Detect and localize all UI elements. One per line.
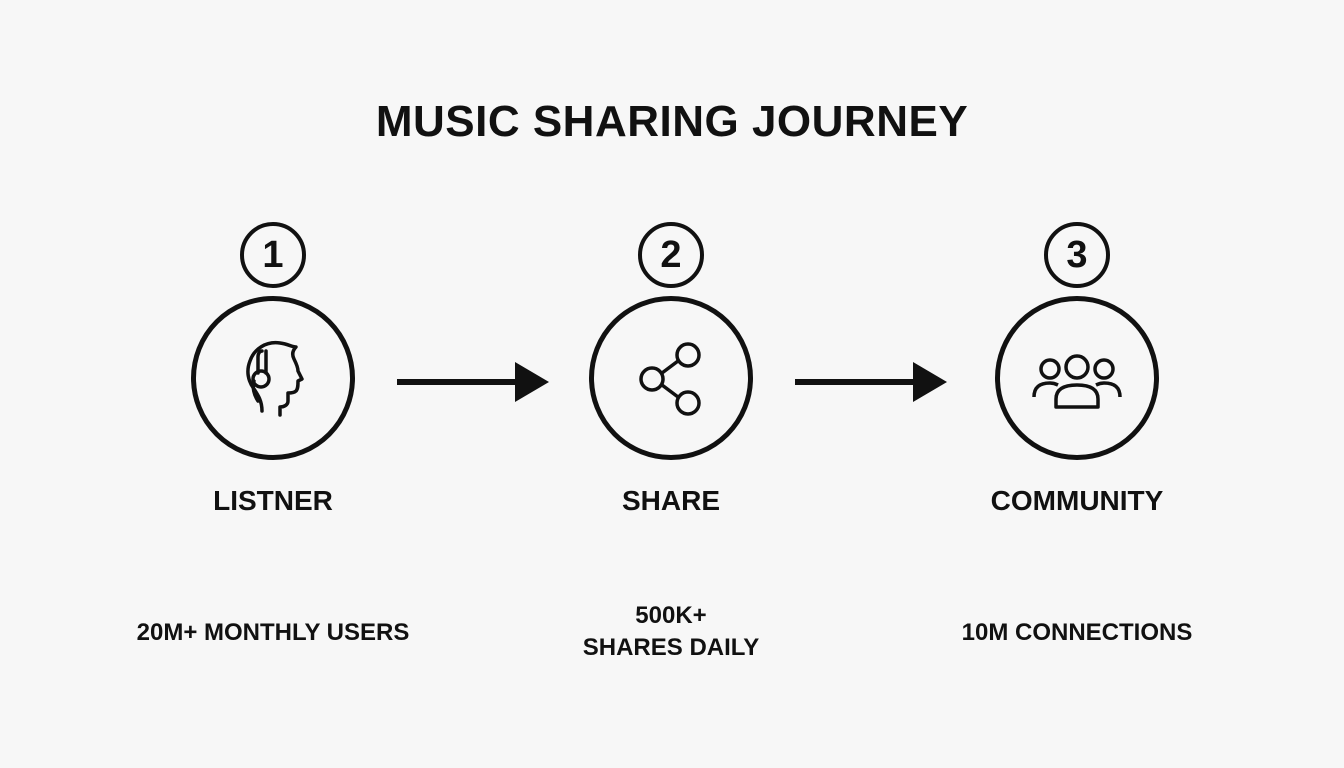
- arrow-right-icon: [795, 362, 947, 402]
- step-listener: 1 LISTNER 20M+ MONTHLY USERS: [137, 0, 409, 768]
- step-label: LISTNER: [213, 485, 333, 516]
- community-group-icon: [1032, 354, 1122, 409]
- step-share: 2 SHARE 500K+ SHARES DAILY: [541, 0, 801, 768]
- step-stat: 20M+ MONTHLY USERS: [136, 619, 410, 646]
- page-title: MUSIC SHARING JOURNEY: [375, 97, 969, 146]
- step-label: COMMUNITY: [990, 485, 1164, 516]
- step-number-badge: 1: [240, 222, 306, 288]
- step-icon-circle: [589, 296, 753, 460]
- listener-headphones-icon: [246, 340, 304, 417]
- step-number-badge: 3: [1044, 222, 1110, 288]
- flow-arrow: [793, 360, 953, 404]
- step-icon-circle: [995, 296, 1159, 460]
- step-label: SHARE: [621, 485, 720, 516]
- step-community: 3 COMMUNITY 10M CONNECTIONS: [947, 0, 1207, 768]
- step-stat: 10M CONNECTIONS: [961, 619, 1193, 646]
- step-number-badge: 2: [638, 222, 704, 288]
- share-icon: [639, 342, 701, 416]
- flow-arrow: [395, 360, 555, 404]
- arrow-right-icon: [397, 362, 549, 402]
- step-stat: 500K+ SHARES DAILY: [582, 602, 760, 661]
- step-icon-circle: [191, 296, 355, 460]
